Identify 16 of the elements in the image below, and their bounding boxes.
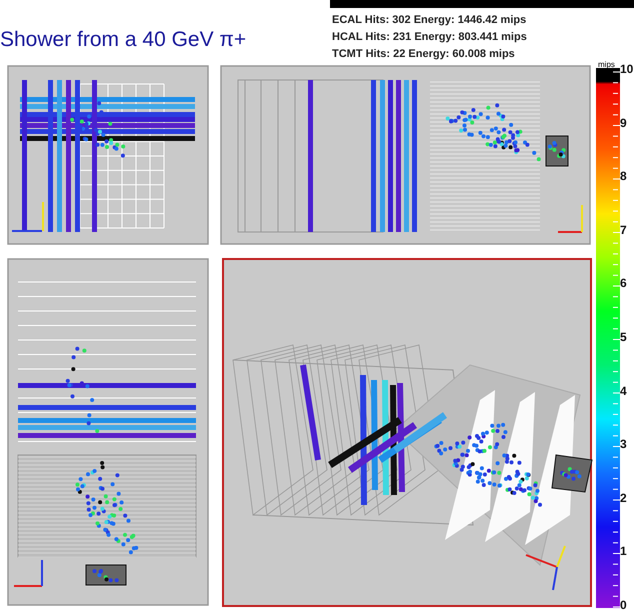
scale-tick-label: 8: [620, 169, 627, 184]
hit-count-text: HCAL Hits: 231 Energy: 803.441 mips: [332, 31, 527, 43]
scale-tick-label: 0: [620, 598, 627, 612]
scale-tick-label: 5: [620, 330, 627, 344]
scale-tick-label: 10: [620, 62, 634, 76]
scale-unit-label: mips: [598, 60, 615, 69]
scale-tick-label: 9: [620, 116, 627, 130]
scale-tick-label: 3: [620, 437, 627, 452]
scale-tick-label: 7: [620, 222, 627, 237]
hit-count-text: TCMT Hits: 22 Energy: 60.008 mips: [332, 48, 515, 60]
scale-tick-label: 4: [620, 384, 627, 398]
hit-count-text: ECAL Hits: 302 Energy: 1446.42 mips: [332, 14, 526, 26]
scale-tick-label: 1: [620, 544, 627, 558]
scale-tick-label: 6: [620, 276, 627, 290]
scale-tick-label: 2: [620, 490, 627, 505]
diagram-title: Shower from a 40 GeV π+: [0, 28, 246, 52]
